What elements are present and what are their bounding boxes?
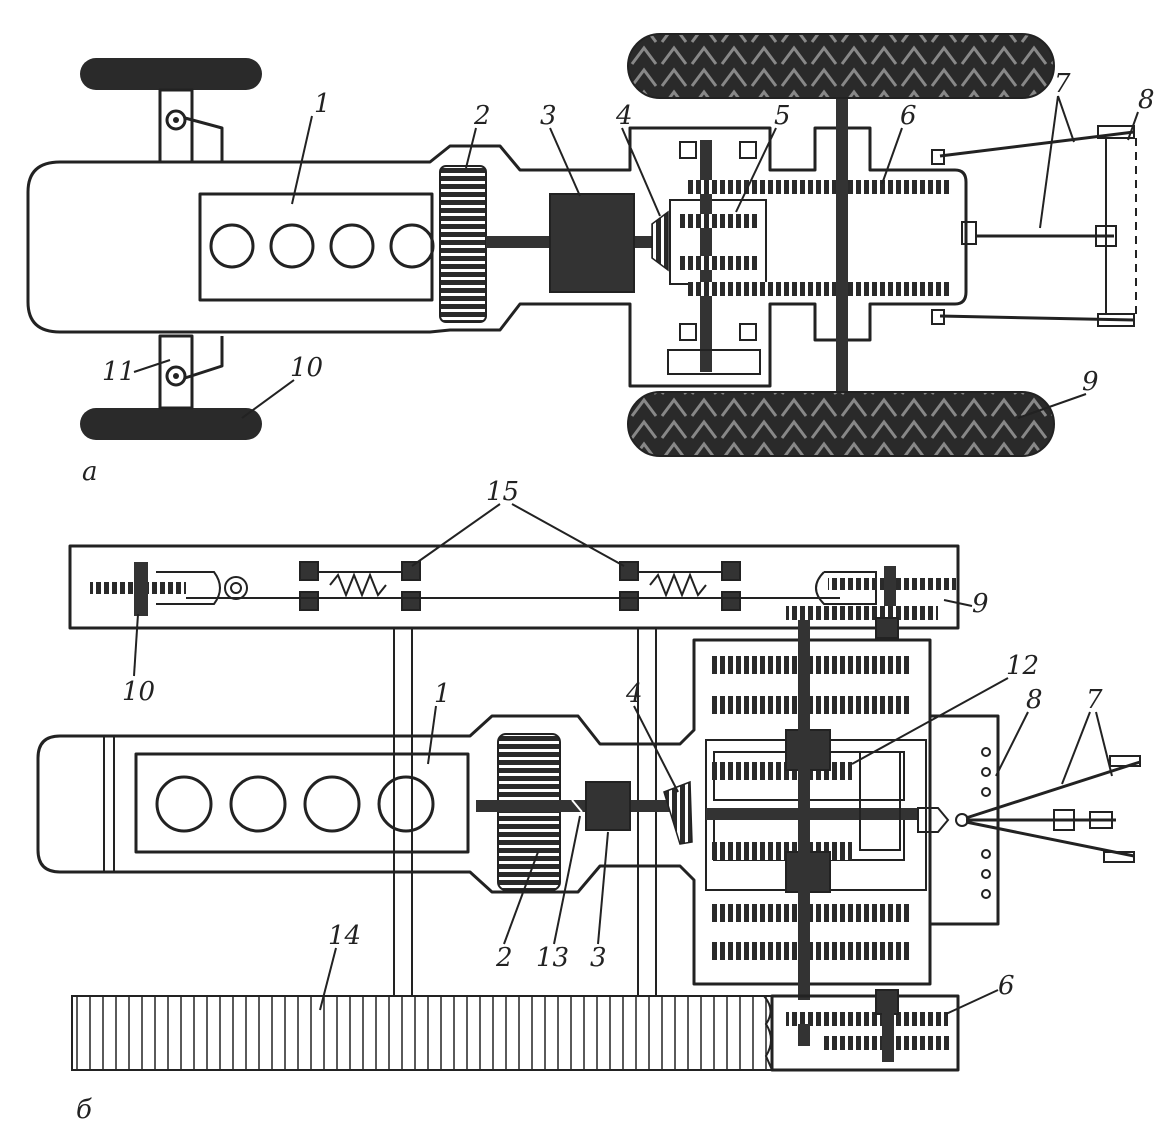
gearbox-b xyxy=(585,781,631,831)
engine-a xyxy=(198,192,434,302)
gearbox-a xyxy=(549,193,635,293)
cylinder xyxy=(269,223,315,269)
label-bevel-gear: 4 xyxy=(615,101,633,131)
cylinder xyxy=(377,775,435,833)
track-frame-bottom xyxy=(770,994,960,1072)
label-final-drive-b: 6 xyxy=(998,971,1015,1001)
front-wheel-right xyxy=(80,408,262,440)
caption-b: б xyxy=(76,1095,92,1125)
flywheel-a xyxy=(439,165,487,323)
label-final-drive: 6 xyxy=(900,101,917,131)
label-cardan-shaft: 13 xyxy=(536,943,569,973)
cylinder xyxy=(329,223,375,269)
cross-member xyxy=(393,627,413,999)
label-steering-knuckle: 11 xyxy=(102,357,135,387)
label-engine-b: 1 xyxy=(434,679,451,709)
caption-a: а xyxy=(82,457,98,487)
label-differential: 5 xyxy=(774,101,791,131)
label-suspension: 15 xyxy=(486,477,519,507)
steering-knuckle-bottom xyxy=(158,334,224,410)
label-drawbar-b: 8 xyxy=(1026,685,1043,715)
rear-axle-a xyxy=(836,96,848,396)
label-clutch-b: 2 xyxy=(495,943,513,973)
label-drawbar: 8 xyxy=(1138,85,1155,115)
label-clutch: 2 xyxy=(473,101,491,131)
label-hitch-b: 7 xyxy=(1086,685,1103,715)
diagram-tracked-tractor: 15 9 10 1 4 12 8 7 2 13 3 14 6 б xyxy=(36,477,1141,1125)
label-rear-wheel: 9 xyxy=(1082,367,1099,397)
frame-a xyxy=(26,126,968,388)
label-front-wheel: 10 xyxy=(290,353,323,383)
label-transmission: 12 xyxy=(1006,651,1039,681)
cylinder xyxy=(303,775,361,833)
frame-b xyxy=(36,638,932,986)
front-wheel-left xyxy=(80,58,262,90)
cylinder xyxy=(209,223,255,269)
suspension-carriage-rear xyxy=(619,561,741,611)
cylinder xyxy=(229,775,287,833)
drive-sprocket-bottom xyxy=(786,1012,948,1026)
differential-a xyxy=(667,140,767,375)
label-track: 14 xyxy=(328,921,361,951)
suspension-carriage-front xyxy=(299,561,421,611)
label-gearbox: 3 xyxy=(540,101,557,131)
steering-knuckle-top xyxy=(158,88,224,164)
rear-wheel-top xyxy=(627,33,1055,99)
engine-b xyxy=(134,752,470,854)
rear-hitch-a xyxy=(931,125,1137,327)
label-hitch: 7 xyxy=(1054,69,1071,99)
final-drive-gear-top xyxy=(688,180,952,194)
bevel-gear-b xyxy=(663,780,693,845)
transmission-b xyxy=(705,620,927,1000)
track-chain xyxy=(71,995,773,1071)
diagram-wheeled-tractor: 1 2 3 4 5 6 7 8 9 10 11 а xyxy=(26,33,1155,487)
label-bevel-gear-b: 4 xyxy=(625,679,643,709)
label-gearbox-b: 3 xyxy=(590,943,607,973)
label-idler: 10 xyxy=(122,677,155,707)
final-drive-gear-bottom xyxy=(688,282,952,296)
bevel-gear-a xyxy=(651,210,669,272)
cylinder xyxy=(389,223,435,269)
label-drive-sprocket: 9 xyxy=(972,589,989,619)
rear-wheel-bottom xyxy=(627,391,1055,457)
rear-hitch-b xyxy=(917,714,1141,926)
track-frame-top xyxy=(68,544,960,630)
cylinder xyxy=(155,775,213,833)
label-engine: 1 xyxy=(314,89,331,119)
